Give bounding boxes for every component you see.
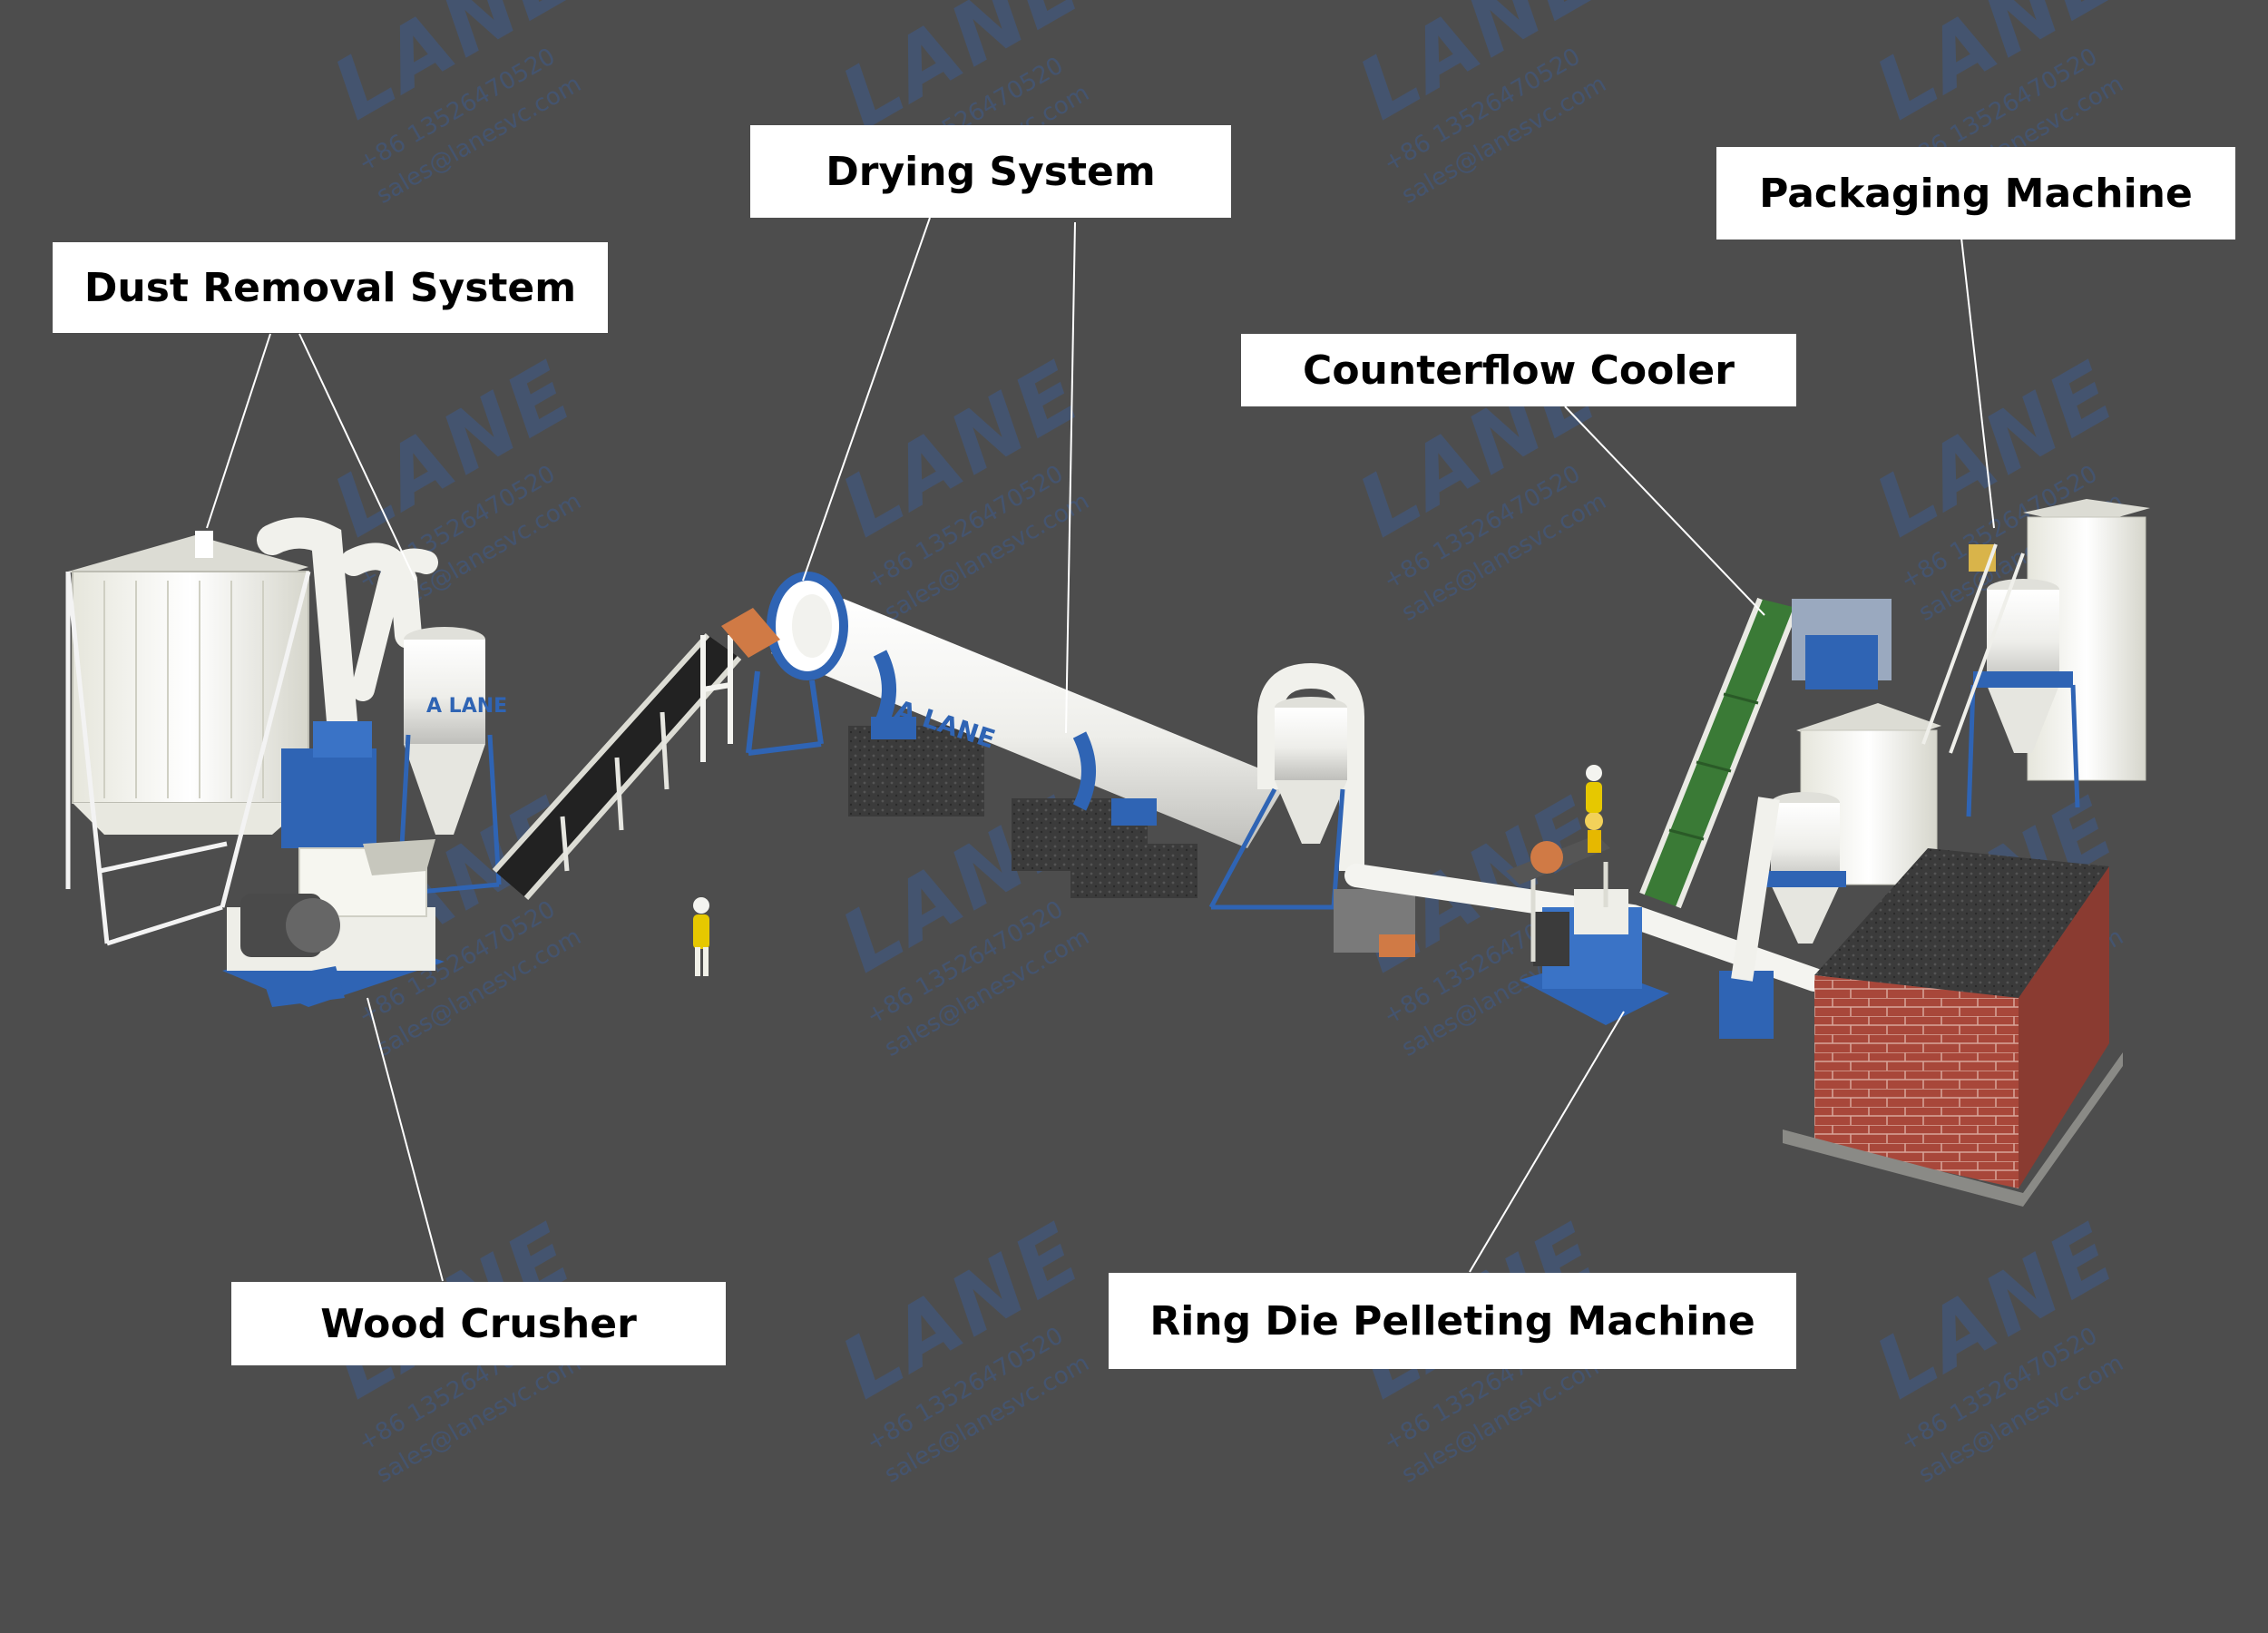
label-text: Counterflow Cooler bbox=[1303, 347, 1735, 394]
leader-lines bbox=[206, 217, 1995, 1282]
label-ring-die-pelleting-machine: Ring Die Pelleting Machine bbox=[1109, 1273, 1796, 1369]
bag-filter-right-small bbox=[1719, 703, 1941, 1039]
label-text: Packaging Machine bbox=[1759, 170, 2193, 217]
label-text: Dust Removal System bbox=[83, 264, 577, 311]
label-counterflow-cooler: Counterflow Cooler bbox=[1241, 334, 1796, 406]
label-dust-removal-system: Dust Removal System bbox=[53, 242, 608, 333]
label-text: Drying System bbox=[826, 148, 1156, 195]
label-text: Wood Crusher bbox=[320, 1300, 637, 1347]
rotary-dryer: A LANE bbox=[721, 572, 1288, 898]
leader-crusher bbox=[367, 997, 444, 1282]
leader-dust-right bbox=[298, 333, 416, 582]
leader-dust-left bbox=[206, 333, 271, 529]
worker-figure-2 bbox=[1586, 765, 1602, 813]
leader-cooler bbox=[1564, 406, 1765, 616]
label-wood-crusher: Wood Crusher bbox=[231, 1282, 726, 1365]
counterflow-cooler bbox=[1639, 597, 1892, 909]
pellet-storage-bin bbox=[1783, 848, 2123, 1207]
leader-drying-right bbox=[1065, 221, 1076, 734]
belt-conveyor-left bbox=[492, 632, 742, 900]
pellet-mill bbox=[1506, 812, 1669, 1025]
leader-pelleting bbox=[1469, 1011, 1625, 1273]
cyclone-left: A LANE bbox=[396, 627, 507, 896]
leader-packaging bbox=[1960, 237, 1995, 529]
bag-filter-left bbox=[65, 531, 311, 946]
cyclone-drying bbox=[1208, 662, 1415, 957]
label-packaging-machine: Packaging Machine bbox=[1716, 147, 2235, 240]
dust-fan bbox=[281, 721, 376, 848]
dust-ducting bbox=[257, 517, 438, 768]
label-drying-system: Drying System bbox=[750, 125, 1231, 218]
svg-text:A LANE: A LANE bbox=[426, 695, 507, 718]
label-text: Ring Die Pelleting Machine bbox=[1149, 1297, 1755, 1345]
worker-figure bbox=[693, 897, 709, 976]
wood-crusher bbox=[222, 839, 445, 1007]
leader-drying-left bbox=[802, 217, 931, 582]
packaging-unit bbox=[1921, 499, 2150, 817]
